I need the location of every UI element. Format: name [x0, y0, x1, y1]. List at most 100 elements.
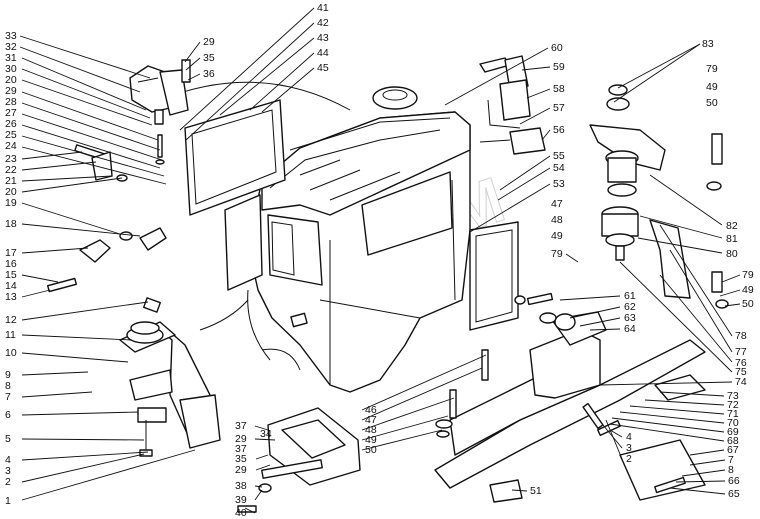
- leader-line: [511, 489, 528, 492]
- callout-55: 55: [553, 150, 565, 162]
- callout-20: 20: [5, 74, 17, 86]
- callout-18: 18: [5, 218, 17, 230]
- leader-line: [613, 43, 701, 103]
- callout-25: 25: [5, 129, 17, 141]
- leader-line: [261, 67, 315, 113]
- callout-46: 46: [365, 404, 377, 416]
- callout-16: 16: [5, 258, 17, 270]
- leader-line: [21, 411, 139, 416]
- callout-7: 7: [5, 391, 11, 403]
- leader-line: [254, 425, 269, 431]
- leader-line: [659, 391, 725, 397]
- callout-24: 24: [5, 140, 17, 152]
- frame-rail: [434, 292, 706, 503]
- leader-line: [21, 177, 123, 193]
- step-box: [237, 407, 361, 513]
- callout-49c: 49: [742, 284, 754, 296]
- leader-line: [21, 371, 89, 376]
- leader-line: [219, 37, 315, 116]
- leader-line: [19, 46, 141, 93]
- callout-29c: 29: [235, 464, 247, 476]
- callout-36-top: 36: [203, 68, 215, 80]
- callout-54: 54: [553, 162, 565, 174]
- callout-73: 73: [727, 390, 739, 402]
- leader-line: [719, 289, 741, 297]
- leader-line: [639, 215, 723, 239]
- callout-78: 78: [735, 330, 747, 342]
- leader-line: [185, 22, 315, 141]
- leader-line: [21, 79, 153, 126]
- leader-line: [629, 405, 725, 415]
- callout-7-right: 7: [728, 454, 734, 466]
- rear-window-glass: [469, 221, 519, 331]
- leader-line: [184, 41, 201, 63]
- callout-72: 72: [727, 399, 739, 411]
- leader-line: [21, 124, 161, 169]
- callout-11: 11: [5, 329, 16, 341]
- leader-line: [21, 175, 113, 182]
- leader-line: [21, 135, 165, 177]
- leader-line: [617, 43, 701, 89]
- leader-line: [675, 480, 726, 483]
- cab-body: [247, 86, 471, 393]
- leader-line: [21, 453, 145, 483]
- leader-line: [21, 391, 93, 398]
- callout-42: 42: [317, 17, 329, 29]
- leader-line: [179, 7, 315, 131]
- rear-mount-assembly: [589, 84, 729, 309]
- callout-59: 59: [553, 61, 565, 73]
- callout-23: 23: [5, 153, 17, 165]
- leader-line: [21, 91, 159, 141]
- callout-37b: 37: [235, 443, 247, 455]
- leader-line: [185, 57, 201, 71]
- leader-line: [21, 102, 161, 151]
- callout-43: 43: [317, 32, 329, 44]
- callout-64: 64: [624, 323, 636, 335]
- callout-62: 62: [624, 301, 636, 313]
- leader-line: [21, 289, 51, 298]
- callout-26: 26: [5, 118, 17, 130]
- leader-line: [21, 247, 89, 254]
- leader-line: [21, 274, 59, 283]
- callout-49b: 49: [706, 81, 718, 93]
- leader-line: [19, 35, 151, 79]
- callout-29-top: 29: [203, 36, 215, 48]
- leader-line: [605, 419, 623, 460]
- callout-65: 65: [728, 488, 740, 500]
- leader-line: [565, 253, 579, 263]
- callout-3: 3: [5, 465, 11, 477]
- front-mount-assembly: [119, 297, 221, 457]
- callout-3-right: 3: [626, 442, 632, 454]
- leader-lines: [19, 7, 741, 514]
- leader-line: [361, 397, 455, 431]
- callout-79b: 79: [706, 63, 718, 75]
- callout-56: 56: [553, 124, 565, 136]
- leader-line: [21, 451, 149, 461]
- callout-19: 19: [5, 197, 17, 209]
- callout-22: 22: [5, 164, 17, 176]
- leader-line: [21, 57, 147, 111]
- callout-69: 69: [727, 426, 739, 438]
- callout-48: 48: [551, 214, 563, 226]
- callout-41: 41: [317, 2, 329, 14]
- leader-line: [21, 334, 133, 341]
- leader-line: [361, 415, 449, 441]
- callout-45: 45: [317, 62, 329, 74]
- callout-29: 29: [5, 85, 17, 97]
- small-bracket: [47, 227, 167, 293]
- callout-15: 15: [5, 269, 17, 281]
- callout-53: 53: [553, 178, 565, 190]
- callout-50: 50: [706, 97, 718, 109]
- leader-line: [21, 202, 121, 235]
- leader-line: [609, 423, 725, 442]
- callout-74: 74: [735, 376, 747, 388]
- leader-line: [649, 174, 723, 226]
- callout-49d: 49: [365, 434, 377, 446]
- leader-line: [249, 52, 315, 111]
- small-bolt: [181, 59, 191, 83]
- leader-line: [721, 274, 741, 283]
- callout-2: 2: [5, 476, 11, 488]
- callout-27: 27: [5, 107, 17, 119]
